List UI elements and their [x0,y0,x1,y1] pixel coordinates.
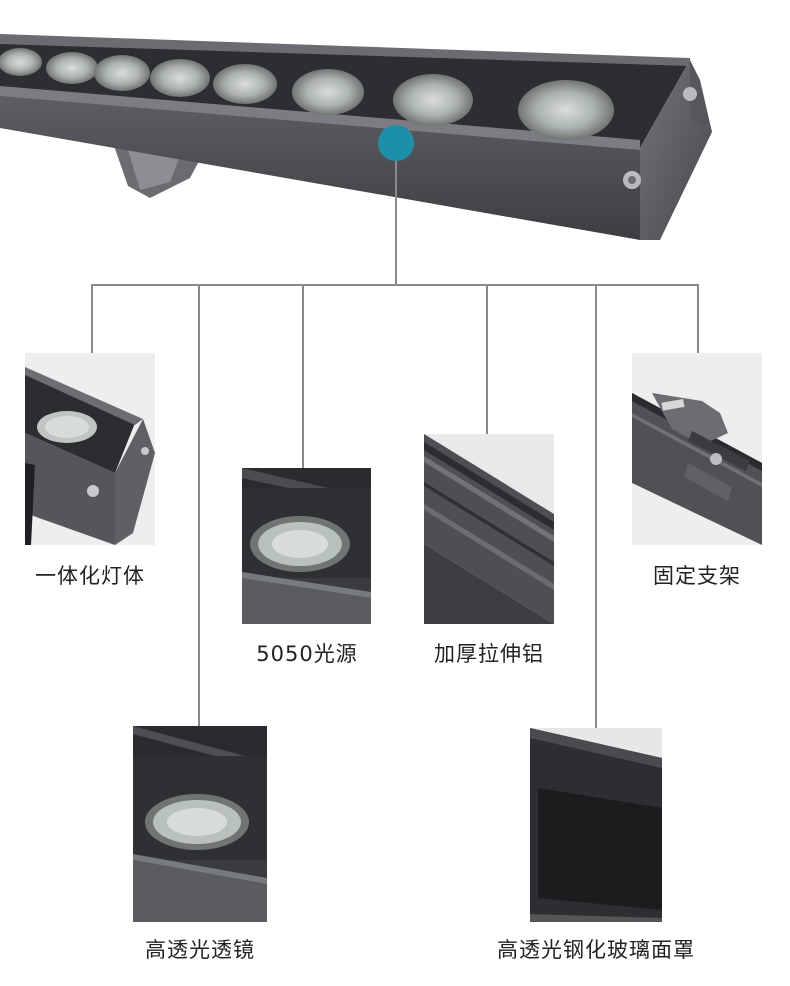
thumb-lens [133,726,267,922]
label-glass-cover: 高透光钢化玻璃面罩 [497,938,695,962]
label-bracket: 固定支架 [653,564,741,588]
label-body: 一体化灯体 [35,564,145,588]
label-led-source: 5050光源 [256,642,358,666]
hero-product-image [0,34,712,240]
thumb-body [25,353,155,545]
thumb-led-source [242,468,371,624]
thumb-bracket [632,353,762,545]
accent-dot [378,125,414,161]
thumb-glass-cover [530,728,662,922]
label-lens: 高透光透镜 [145,938,255,962]
thumb-aluminum [424,434,554,624]
hero-lenses [0,48,614,140]
label-aluminum: 加厚拉伸铝 [434,642,544,666]
